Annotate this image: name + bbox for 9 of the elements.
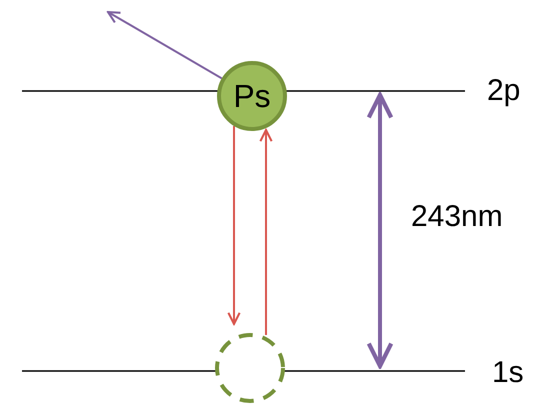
arrow	[106, 10, 222, 80]
particle-circle	[217, 61, 287, 131]
node-label: Ps	[233, 78, 271, 114]
level-label: 1s	[492, 356, 524, 390]
level-label: 2p	[487, 74, 520, 108]
arrow	[259, 128, 273, 335]
wavelength-label: 243nm	[411, 200, 503, 234]
empty-circle	[215, 333, 285, 403]
arrow	[227, 126, 241, 326]
